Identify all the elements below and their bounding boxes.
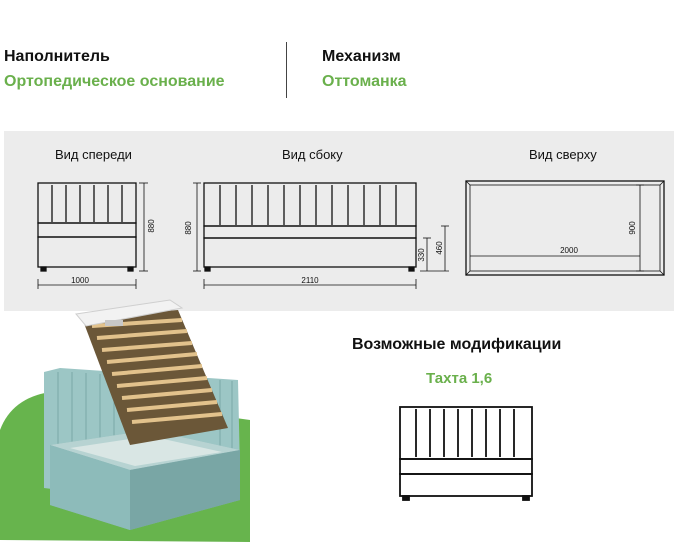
front-width-label: 1000 [71,276,89,285]
side-height-label: 880 [184,221,193,235]
side-view-title: Вид сбоку [282,147,343,162]
side-length-label: 2110 [301,276,319,285]
modification-drawing [399,406,533,501]
header-divider [286,42,287,98]
side-dimension-lines [193,182,449,289]
front-height-label: 880 [147,219,156,233]
top-view-drawing [465,180,665,276]
top-dimension-lines [470,184,644,272]
modification-item: Тахта 1,6 [426,370,493,387]
mechanism-value: Оттоманка [322,73,407,90]
filler-label: Наполнитель [4,48,110,65]
side-view-drawing [203,182,417,272]
filler-value: Ортопедическое основание [4,73,225,90]
mechanism-label: Механизм [322,48,401,65]
top-width-label: 900 [628,221,637,235]
front-view-title: Вид спереди [55,147,132,162]
front-dimension-lines [37,182,148,289]
top-length-label: 2000 [560,246,578,255]
side-seat-height-label: 460 [435,241,444,255]
front-view-drawing [37,182,137,272]
drawings-panel [4,131,674,311]
side-base-height-label: 330 [417,248,426,262]
bed-photo [0,299,250,542]
modifications-title: Возможные модификации [352,336,562,353]
top-view-title: Вид сверху [529,147,597,162]
